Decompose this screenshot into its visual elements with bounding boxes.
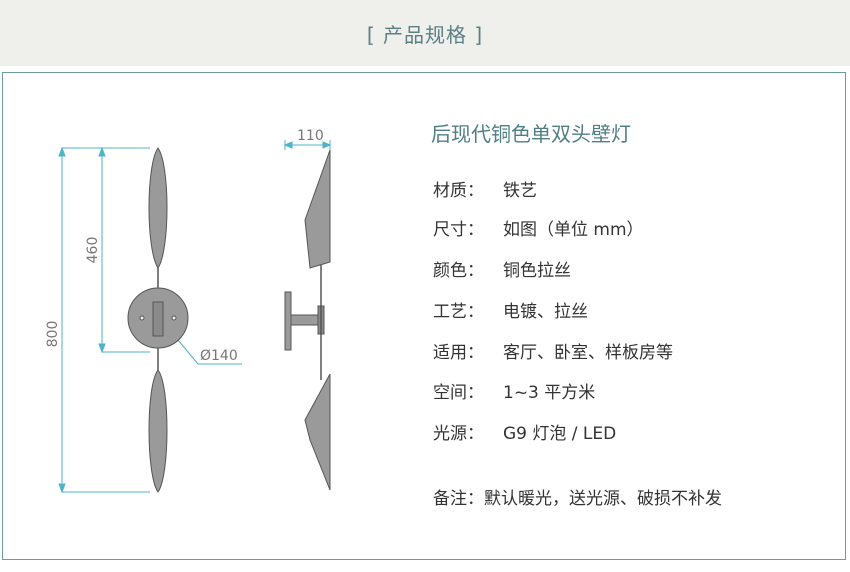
spec-value: 1~3 平方米 <box>503 383 596 403</box>
spec-row-material: 材质： 铁艺 <box>433 176 537 201</box>
section-title: [ 产品规格 ] <box>366 22 484 47</box>
upper-shade <box>148 147 168 269</box>
side-lower-shade <box>304 373 331 491</box>
spec-label: 尺寸： <box>433 220 484 240</box>
dim-label-460: 460 <box>85 237 101 264</box>
spec-label: 颜色： <box>433 261 484 281</box>
spec-value: G9 灯泡 / LED <box>503 424 617 444</box>
spec-label: 空间： <box>433 383 484 403</box>
lower-shade <box>148 369 168 493</box>
spec-row-space: 空间： 1~3 平方米 <box>433 378 595 403</box>
spec-value: 如图（单位 mm） <box>503 220 644 240</box>
front-view: 800 460 Ø140 <box>45 146 242 494</box>
spec-row-usage: 适用： 客厅、卧室、样板房等 <box>433 338 673 363</box>
spec-value: 铁艺 <box>503 181 537 201</box>
spec-row-process: 工艺： 电镀、拉丝 <box>433 297 588 322</box>
spec-row-size: 尺寸： 如图（单位 mm） <box>433 215 644 240</box>
dim-label-diameter: Ø140 <box>200 348 238 364</box>
spec-row-light-source: 光源： G9 灯泡 / LED <box>433 419 616 444</box>
note-text: 备注：默认暖光，送光源、破损不补发 <box>433 489 722 509</box>
header-banner: [ 产品规格 ] <box>0 0 850 66</box>
spec-label: 光源： <box>433 424 484 444</box>
side-view: 110 <box>283 128 332 491</box>
spec-value: 电镀、拉丝 <box>503 302 588 322</box>
product-title: 后现代铜色单双头壁灯 <box>431 122 631 146</box>
spec-value: 铜色拉丝 <box>503 261 571 281</box>
spec-label: 工艺： <box>433 302 484 322</box>
side-wall-plate <box>284 291 292 351</box>
spec-label: 适用： <box>433 343 484 363</box>
dim-label-110: 110 <box>297 128 324 144</box>
spec-value: 客厅、卧室、样板房等 <box>503 343 673 363</box>
spec-row-color: 颜色： 铜色拉丝 <box>433 256 571 281</box>
dim-label-800: 800 <box>45 321 61 348</box>
spec-label: 材质： <box>433 181 484 201</box>
side-upper-shade <box>304 149 331 269</box>
